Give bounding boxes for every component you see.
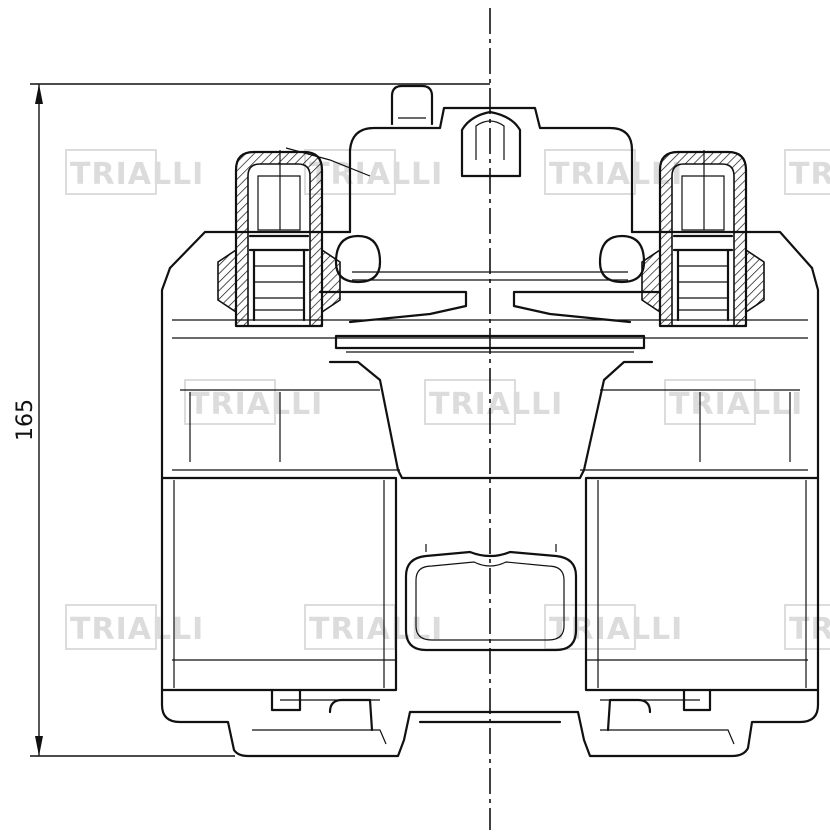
right-guide-pin bbox=[658, 150, 748, 328]
dimension-label: 165 bbox=[13, 399, 38, 441]
svg-text:TRIALLI: TRIALLI bbox=[70, 612, 204, 647]
height-dimension: 165 bbox=[13, 83, 490, 757]
caliper-body bbox=[160, 84, 820, 758]
svg-text:TRIALLI: TRIALLI bbox=[70, 157, 204, 192]
watermark-logo: TRIALLI bbox=[184, 379, 323, 425]
watermark-logo: TRIALLI bbox=[424, 379, 563, 425]
bushing-seals bbox=[217, 248, 765, 314]
svg-text:TRIALLI: TRIALLI bbox=[549, 612, 683, 647]
watermark-logo: TRIALLI bbox=[65, 149, 204, 195]
watermark-logo: TRIALLI bbox=[65, 604, 204, 650]
svg-text:TRIALLI: TRIALLI bbox=[309, 157, 443, 192]
watermark-logo: TRIALLI bbox=[784, 604, 830, 650]
watermark-logo: TRIALLI bbox=[784, 149, 830, 195]
svg-text:TRIALLI: TRIALLI bbox=[309, 612, 443, 647]
watermark-logo: TRIALLI bbox=[304, 604, 443, 650]
left-guide-pin bbox=[234, 147, 371, 328]
watermark-logo: TRIALLI bbox=[664, 379, 803, 425]
watermark-layer: TRIALLI TRIALLI TRIALLI TRIALLI TRIALLI … bbox=[65, 149, 830, 650]
watermark-logo: TRIALLI bbox=[544, 604, 683, 650]
svg-text:TRIALLI: TRIALLI bbox=[789, 157, 830, 192]
watermark-logo: TRIALLI bbox=[304, 149, 443, 195]
svg-text:TRIALLI: TRIALLI bbox=[669, 387, 803, 422]
svg-text:TRIALLI: TRIALLI bbox=[789, 612, 830, 647]
svg-text:TRIALLI: TRIALLI bbox=[429, 387, 563, 422]
svg-text:TRIALLI: TRIALLI bbox=[189, 387, 323, 422]
